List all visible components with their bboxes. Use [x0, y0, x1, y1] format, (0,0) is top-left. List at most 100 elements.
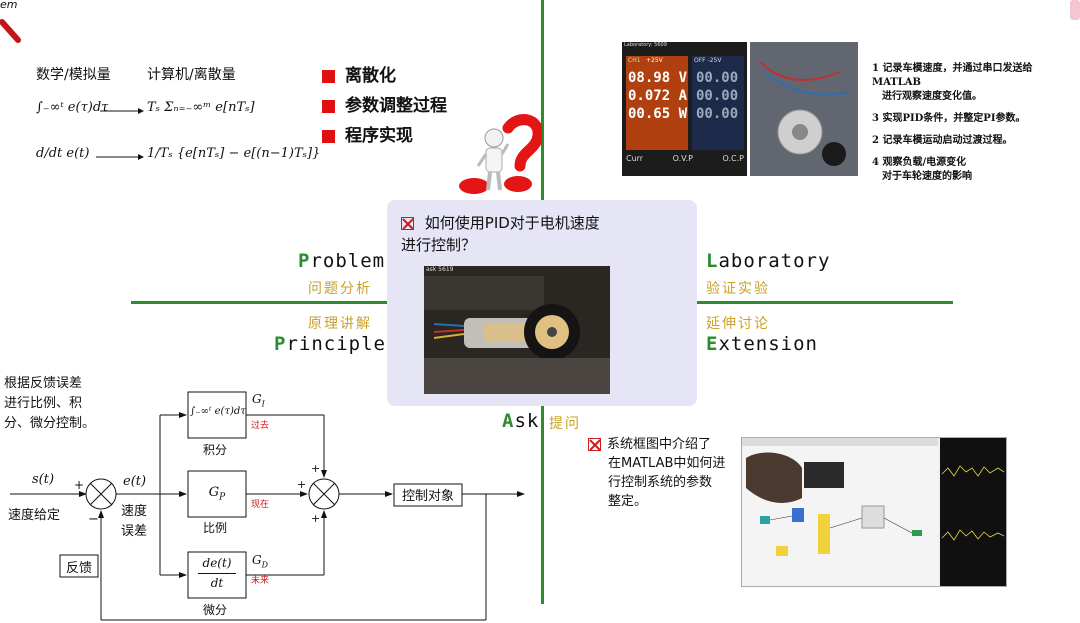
extension-subtitle: 延伸讨论	[706, 316, 770, 332]
bullet-item: 参数调整过程	[322, 91, 447, 121]
plus-sign-middle: +	[297, 478, 307, 491]
ask-subtitle: 提问	[549, 416, 581, 432]
integral-gain-symbol: G	[252, 392, 262, 406]
ch2-label: OFF -25V	[694, 57, 722, 64]
ask-title-rest: sk	[514, 410, 540, 432]
lab-step-item: 4 观察负载/电源变化	[872, 157, 967, 168]
proportional-block: GP	[188, 485, 246, 503]
photo-caption: ask 5619	[426, 266, 454, 273]
digital-heading: 计算机/离散量	[147, 67, 236, 83]
matlab-simulink-illustration	[742, 438, 1006, 586]
derivative-num: de(t)	[202, 556, 232, 570]
extension-text: 系统框图中介绍了 在MATLAB中如何进 行控制系统的参数 整定。	[588, 435, 725, 511]
bullet-text: 参数调整过程	[345, 96, 447, 116]
extension-text-line: 系统框图中介绍了	[607, 437, 712, 452]
principle-title-initial: P	[274, 333, 287, 355]
screen-caption: Laboratory: 5609	[624, 42, 667, 48]
error-label-2: 误差	[121, 524, 148, 539]
principle-title: Principle	[274, 333, 386, 355]
extension-line: 整定。	[608, 494, 648, 509]
extension-line: 行控制系统的参数	[608, 475, 713, 490]
bullet-item: 程序实现	[322, 121, 447, 151]
question-line-2: 进行控制？	[401, 236, 477, 254]
laboratory-subtitle: 验证实验	[706, 281, 770, 297]
integral-tag: 过去	[251, 421, 270, 431]
extension-line: 在MATLAB中如何进	[608, 456, 726, 471]
ask-title: Ask	[502, 410, 539, 432]
extension-title-initial: E	[706, 333, 719, 355]
derivative-label: 微分	[203, 603, 228, 617]
problem-title-rest: roblem	[310, 250, 386, 272]
horizontal-axis-right	[697, 301, 953, 304]
proportional-block-symbol: G	[208, 485, 220, 500]
question-line-1: 如何使用PID对于电机速度	[424, 214, 600, 232]
ch1-panel: CH1 +25V 08.98 V 0.072 A 00.65 W	[626, 56, 688, 150]
checkbox-x-icon	[588, 438, 601, 451]
proportional-tag: 现在	[251, 500, 270, 510]
extension-title-rest: xtension	[718, 333, 818, 355]
psu-ovp-label: O.V.P	[672, 154, 693, 163]
principle-subtitle: 原理讲解	[308, 316, 372, 332]
input-signal: s(t)	[32, 472, 55, 487]
lab-steps: 1 记录车模速度，并通过串口发送给MATLAB 进行观察速度变化值。 3 实现P…	[872, 62, 1080, 184]
description-line: 进行比例、积	[4, 396, 83, 411]
ch1-setv: +25V	[646, 57, 663, 64]
derivative-fraction-bar	[198, 573, 236, 574]
derivative-gain: GD	[252, 553, 268, 569]
motor-wheel-illustration	[424, 276, 610, 394]
proportional-block-sub: P	[219, 492, 226, 503]
ask-title-initial: A	[502, 410, 515, 432]
problem-subtitle: 问题分析	[308, 281, 372, 297]
bullet-item: 离散化	[322, 61, 447, 91]
derivative-tag: 未来	[251, 576, 270, 586]
integral-gain: GI	[252, 392, 265, 408]
right-edge-decoration	[1070, 0, 1080, 20]
bullet-square-icon	[322, 99, 335, 113]
error-signal: e(t)	[123, 474, 147, 489]
bullet-square-icon	[322, 129, 335, 143]
psu-curr-label: Curr	[626, 154, 644, 163]
vertical-axis-bottom	[541, 406, 544, 604]
pen-icon	[0, 19, 21, 43]
lab-hardware-illustration	[750, 42, 858, 176]
plus-sign-input: +	[74, 478, 85, 492]
problem-title-initial: P	[298, 250, 311, 272]
lab-step-item: 3 实现PID条件，并整定PI参数。	[872, 113, 1026, 124]
description-line: 分、微分控制。	[4, 416, 96, 431]
ch2-reading-1: 00.00	[696, 70, 739, 86]
description-line: 根据反馈误差	[4, 376, 83, 391]
horizontal-axis-left	[131, 301, 387, 304]
principle-description: 根据反馈误差 进行比例、积 分、微分控制。	[4, 374, 95, 434]
derivative-gain-symbol: G	[252, 553, 262, 567]
feedback-block: 反馈	[65, 561, 92, 576]
lab-step-item: 对于车轮速度的影响	[882, 171, 972, 182]
laboratory-title-rest: aboratory	[718, 250, 831, 272]
vertical-axis-top	[541, 0, 544, 200]
psu-ocp-label: O.C.P	[722, 154, 744, 163]
problem-title: Problem	[298, 250, 385, 272]
plus-sign-bottom: +	[311, 512, 321, 525]
bullet-text: 程序实现	[345, 126, 413, 146]
ch2-reading-2: 00.00	[696, 88, 739, 104]
bullet-square-icon	[322, 69, 335, 83]
derivative-den: dt	[210, 576, 224, 590]
error-label-1: 速度	[121, 504, 148, 519]
extension-line: 系统框图中介绍了	[588, 435, 725, 454]
formula-deriv-digital: 1/Tₛ {e[nTₛ] − e[(n−1)Tₛ]}	[147, 146, 321, 161]
center-question: 如何使用PID对于电机速度 进行控制？	[401, 212, 600, 256]
motor-photo: ask 5619	[424, 266, 610, 394]
psu-bottom-bar: Curr O.V.P O.C.P	[626, 154, 744, 163]
principle-title-rest: rinciple	[286, 333, 386, 355]
lab-setup-photo	[750, 42, 858, 176]
integral-block: ∫₋∞ᵗ e(τ)dτ	[190, 406, 246, 417]
minus-sign-feedback: −	[88, 512, 99, 527]
checkbox-x-icon	[401, 217, 414, 230]
laboratory-title-initial: L	[706, 250, 719, 272]
ch2-panel: OFF -25V 00.00 00.00 00.00	[692, 56, 744, 150]
reading-watts: 00.65 W	[628, 106, 688, 122]
ch1-label: CH1	[628, 57, 641, 64]
corner-text: em	[0, 0, 18, 11]
thinking-person-icon	[459, 114, 542, 194]
proportional-label: 比例	[203, 521, 228, 535]
derivative-gain-sub: D	[261, 560, 269, 570]
